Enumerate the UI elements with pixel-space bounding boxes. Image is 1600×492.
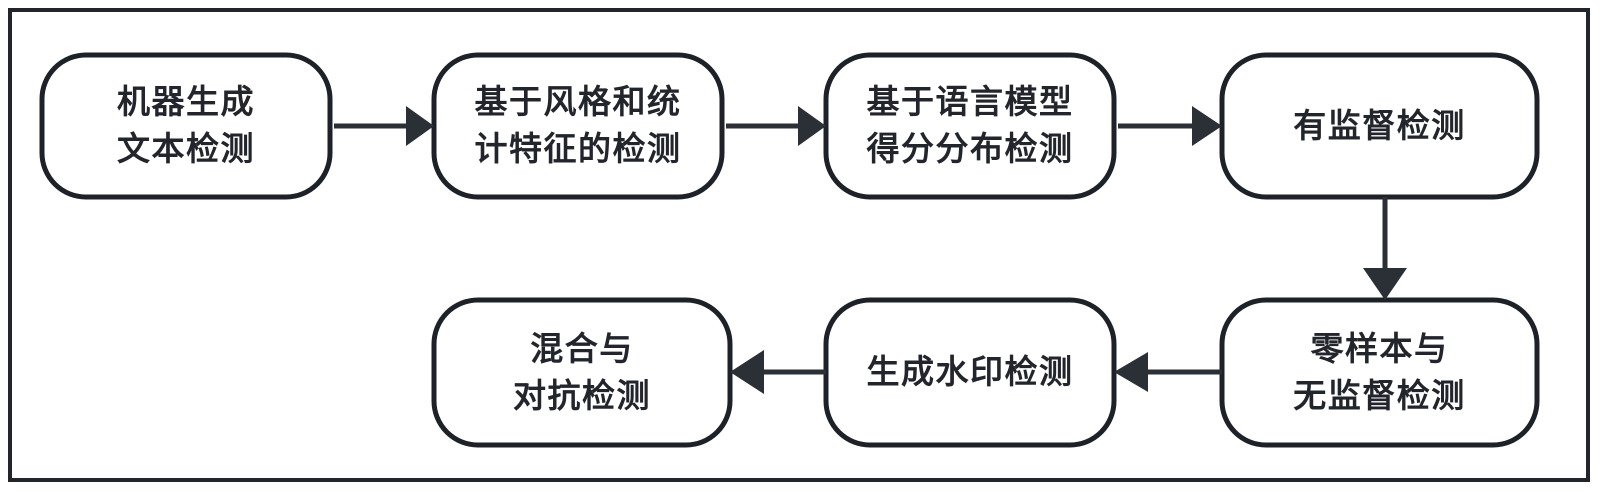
node-box-n1[interactable] <box>39 52 333 200</box>
edge-n4-to-n5 <box>1363 197 1407 300</box>
edge-n2-to-n3 <box>726 106 826 146</box>
node-box-n3[interactable] <box>823 52 1117 200</box>
edge-n5-to-n6 <box>1114 352 1222 392</box>
edge-n1-to-n2 <box>334 106 434 146</box>
edge-n6-to-n7 <box>730 350 826 394</box>
node-box-n4[interactable] <box>1219 52 1540 200</box>
node-box-n6[interactable] <box>823 297 1117 448</box>
node-box-n5[interactable] <box>1219 297 1540 448</box>
node-box-n2[interactable] <box>431 52 725 200</box>
node-box-n7[interactable] <box>431 297 733 448</box>
edge-n3-to-n4 <box>1118 106 1222 146</box>
outer-frame <box>8 8 1590 482</box>
